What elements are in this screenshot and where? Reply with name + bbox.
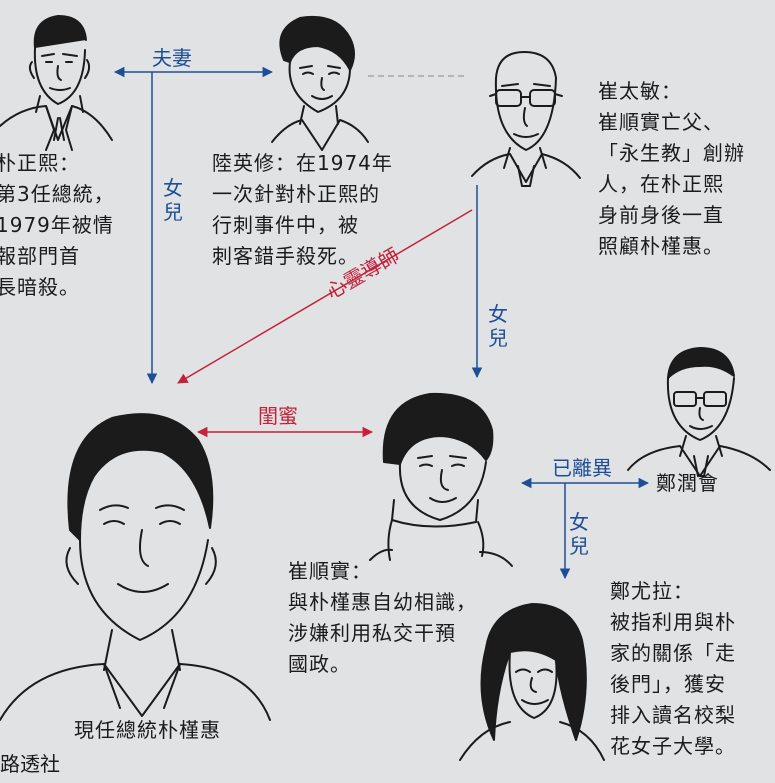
choi-soon-sil-name: 崔順實：: [288, 559, 372, 583]
spouse-label: 夫妻: [152, 46, 192, 70]
yuk-young-soo-name: 陸英修：在1974年: [212, 151, 393, 175]
choi-tae-min-line-4: 身前身後一直: [598, 203, 724, 227]
choi-soon-sil-line-2: 涉嫌利用私交干預: [288, 621, 456, 645]
chung-yoo-ra-line-1: 被指利用與朴: [610, 610, 736, 634]
chung-yoo-ra-line-3: 後門」，獲安: [610, 672, 726, 696]
chung-yoo-ra-line-2: 家的關係「走: [610, 641, 736, 665]
choi-tae-min-line-2: 「永生教」創辦: [598, 141, 745, 165]
park-chung-hee-line-3: 報部門首: [0, 244, 80, 268]
park-chung-hee-line-1: 第3任總統，: [0, 182, 115, 206]
choi-soon-sil-info: 崔順實： 與朴槿惠自幼相識， 涉嫌利用私交干預 國政。: [288, 556, 477, 680]
choi-tae-min-info: 崔太敏： 崔順實亡父、 「永生教」創辦 人，在朴正熙 身前身後一直 照顧朴槿惠。: [598, 76, 745, 262]
photo-credit: 路透社: [0, 752, 60, 776]
yuk-young-soo-line-2: 行刺事件中，被: [212, 213, 359, 237]
chung-yoon-hoi-name: 鄭潤會: [656, 471, 719, 495]
chung-yoo-ra-name: 鄭尤拉：: [610, 579, 694, 603]
choi-tae-min-line-5: 照顧朴槿惠。: [598, 234, 724, 258]
choi-tae-min-line-3: 人，在朴正熙: [598, 172, 724, 196]
park-chung-hee-name: 朴正熙：: [0, 151, 80, 175]
choi-tae-min-line-1: 崔順實亡父、: [598, 110, 724, 134]
portrait-chung-yoo-ra: [459, 603, 605, 761]
yuk-young-soo-line-3: 刺客錯手殺死。: [212, 244, 359, 268]
choi-soon-sil-line-3: 國政。: [288, 652, 351, 676]
park-chung-hee-line-2: 1979年被情: [0, 213, 114, 237]
portrait-yuk-young-soo: [271, 16, 369, 151]
mentor-arrow: [177, 209, 473, 384]
divorced-label: 已離異: [552, 456, 612, 480]
daughter-label-choi-soon-sil: 女兒: [569, 510, 589, 558]
portrait-choi-tae-min: [471, 51, 581, 187]
choi-soon-sil-line-1: 與朴槿惠自幼相識，: [288, 590, 477, 614]
chung-yoo-ra-info: 鄭尤拉： 被指利用與朴 家的關係「走 後門」，獲安 排入讀名校梨 花女子大學。: [610, 576, 736, 762]
portrait-park-geun-hye: [0, 413, 271, 721]
portrait-park-chung-hee: [0, 15, 113, 151]
chung-yoo-ra-line-4: 排入讀名校梨: [610, 703, 736, 727]
yuk-young-soo-line-1: 一次針對朴正熙的: [212, 182, 380, 206]
chung-yoo-ra-line-5: 花女子大學。: [610, 734, 736, 758]
park-geun-hye-caption: 現任總統朴槿惠: [74, 718, 221, 742]
yuk-young-soo-info: 陸英修：在1974年 一次針對朴正熙的 行刺事件中，被 刺客錯手殺死。: [212, 148, 393, 272]
daughter-label-choi: 女兒: [488, 302, 508, 350]
portrait-chung-yoon-hoi: [627, 347, 771, 477]
park-chung-hee-info: 朴正熙： 第3任總統， 1979年被情 報部門首 長暗殺。: [0, 148, 115, 303]
portrait-choi-soon-sil: [369, 392, 513, 567]
daughter-label-park: 女兒: [163, 176, 183, 224]
close-friend-label: 閨蜜: [258, 404, 298, 428]
choi-tae-min-name: 崔太敏：: [598, 79, 682, 103]
park-chung-hee-line-4: 長暗殺。: [0, 275, 80, 299]
